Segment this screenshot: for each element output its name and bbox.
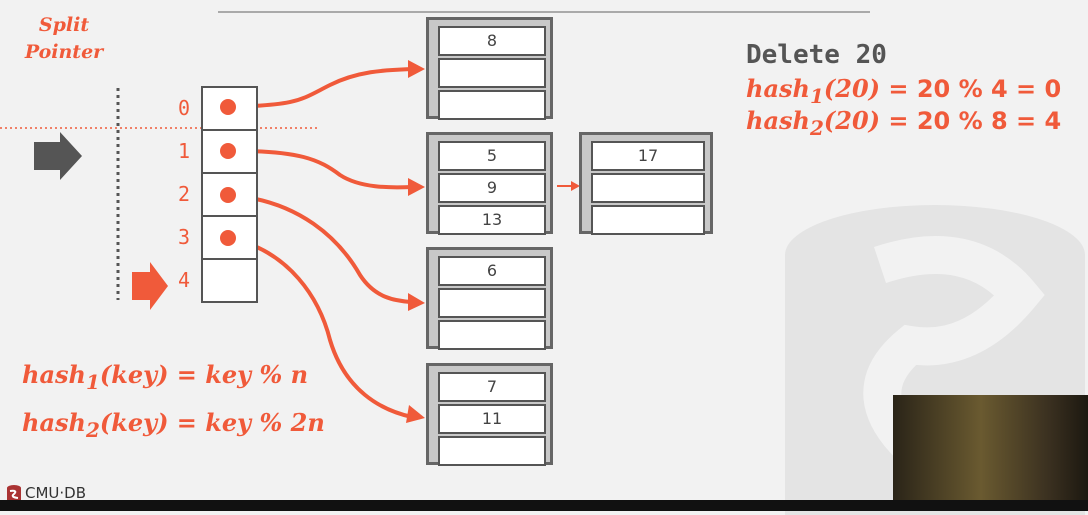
directory-slot-1 (201, 129, 258, 174)
bucket-slot (438, 288, 546, 318)
bucket-slot: 11 (438, 404, 546, 434)
fn-arg: (20) (823, 106, 880, 135)
fn-sub: 2 (809, 115, 824, 140)
fn-name: hash (22, 408, 86, 437)
hash2-result: hash2(20) = 20 % 8 = 4 (746, 106, 1061, 140)
bucket-slot (591, 173, 705, 203)
fn-name: hash (746, 106, 810, 135)
fn-body: (key) = key % n (99, 360, 309, 389)
directory-slot-0 (201, 86, 258, 131)
fn-sub: 2 (85, 417, 100, 442)
hash2-formula: hash2(key) = key % 2n (22, 408, 325, 442)
split-pointer-arrow-icon (34, 132, 82, 180)
cmu-db-logo: CMU·DB (6, 484, 86, 502)
hash1-result: hash1(20) = 20 % 4 = 0 (746, 74, 1061, 108)
bucket-slot (591, 205, 705, 235)
directory-index: 2 (177, 182, 191, 206)
hash1-formula: hash1(key) = key % n (22, 360, 308, 394)
bucket-3: 7 11 (426, 363, 553, 466)
overflow-bucket: 17 (579, 132, 713, 235)
pointer-3 (227, 236, 413, 419)
operation-label: Delete 20 (746, 40, 887, 70)
bucket-slot: 13 (438, 205, 546, 235)
fn-body: (key) = key % 2n (99, 408, 325, 437)
database-logo-icon (7, 485, 21, 500)
bucket-slot (438, 436, 546, 466)
bucket-slot: 8 (438, 26, 546, 56)
fn-result: = 20 % 4 = 0 (888, 75, 1062, 103)
bucket-2: 6 (426, 247, 553, 350)
bucket-slot: 6 (438, 256, 546, 286)
fn-name: hash (22, 360, 86, 389)
split-label-line2: Pointer (24, 41, 104, 63)
pointer-0 (227, 67, 413, 109)
fn-sub: 1 (809, 83, 824, 108)
split-label-line1: Split (38, 14, 90, 36)
bucket-slot: 9 (438, 173, 546, 203)
fn-result: = 20 % 8 = 4 (888, 107, 1062, 135)
directory-index: 4 (177, 268, 191, 292)
bucket-pointers (227, 67, 413, 419)
bucket-slot (438, 58, 546, 88)
directory-slot-4 (201, 258, 258, 303)
bottom-bar (0, 500, 1088, 511)
directory-index: 1 (177, 139, 191, 163)
logo-text: CMU·DB (25, 484, 87, 502)
bucket-slot (438, 90, 546, 120)
bucket-1: 5 9 13 (426, 132, 553, 235)
fn-sub: 1 (85, 369, 100, 394)
pointer-1 (227, 148, 413, 190)
bucket-slot: 5 (438, 141, 546, 171)
bucket-slot: 7 (438, 372, 546, 402)
directory-slot-2 (201, 172, 258, 217)
new-bucket-arrow-icon (132, 262, 168, 310)
directory-index: 0 (177, 96, 191, 120)
speaker-video-inset (893, 395, 1088, 500)
bucket-slot (438, 320, 546, 350)
directory-slot-3 (201, 215, 258, 260)
bucket-slot: 17 (591, 141, 705, 171)
directory-index: 3 (177, 225, 191, 249)
fn-name: hash (746, 74, 810, 103)
bucket-0: 8 (426, 17, 553, 120)
title-rule (218, 11, 870, 13)
pointer-2 (227, 193, 413, 304)
fn-arg: (20) (823, 74, 880, 103)
split-pointer-label: Split Pointer (14, 12, 114, 66)
